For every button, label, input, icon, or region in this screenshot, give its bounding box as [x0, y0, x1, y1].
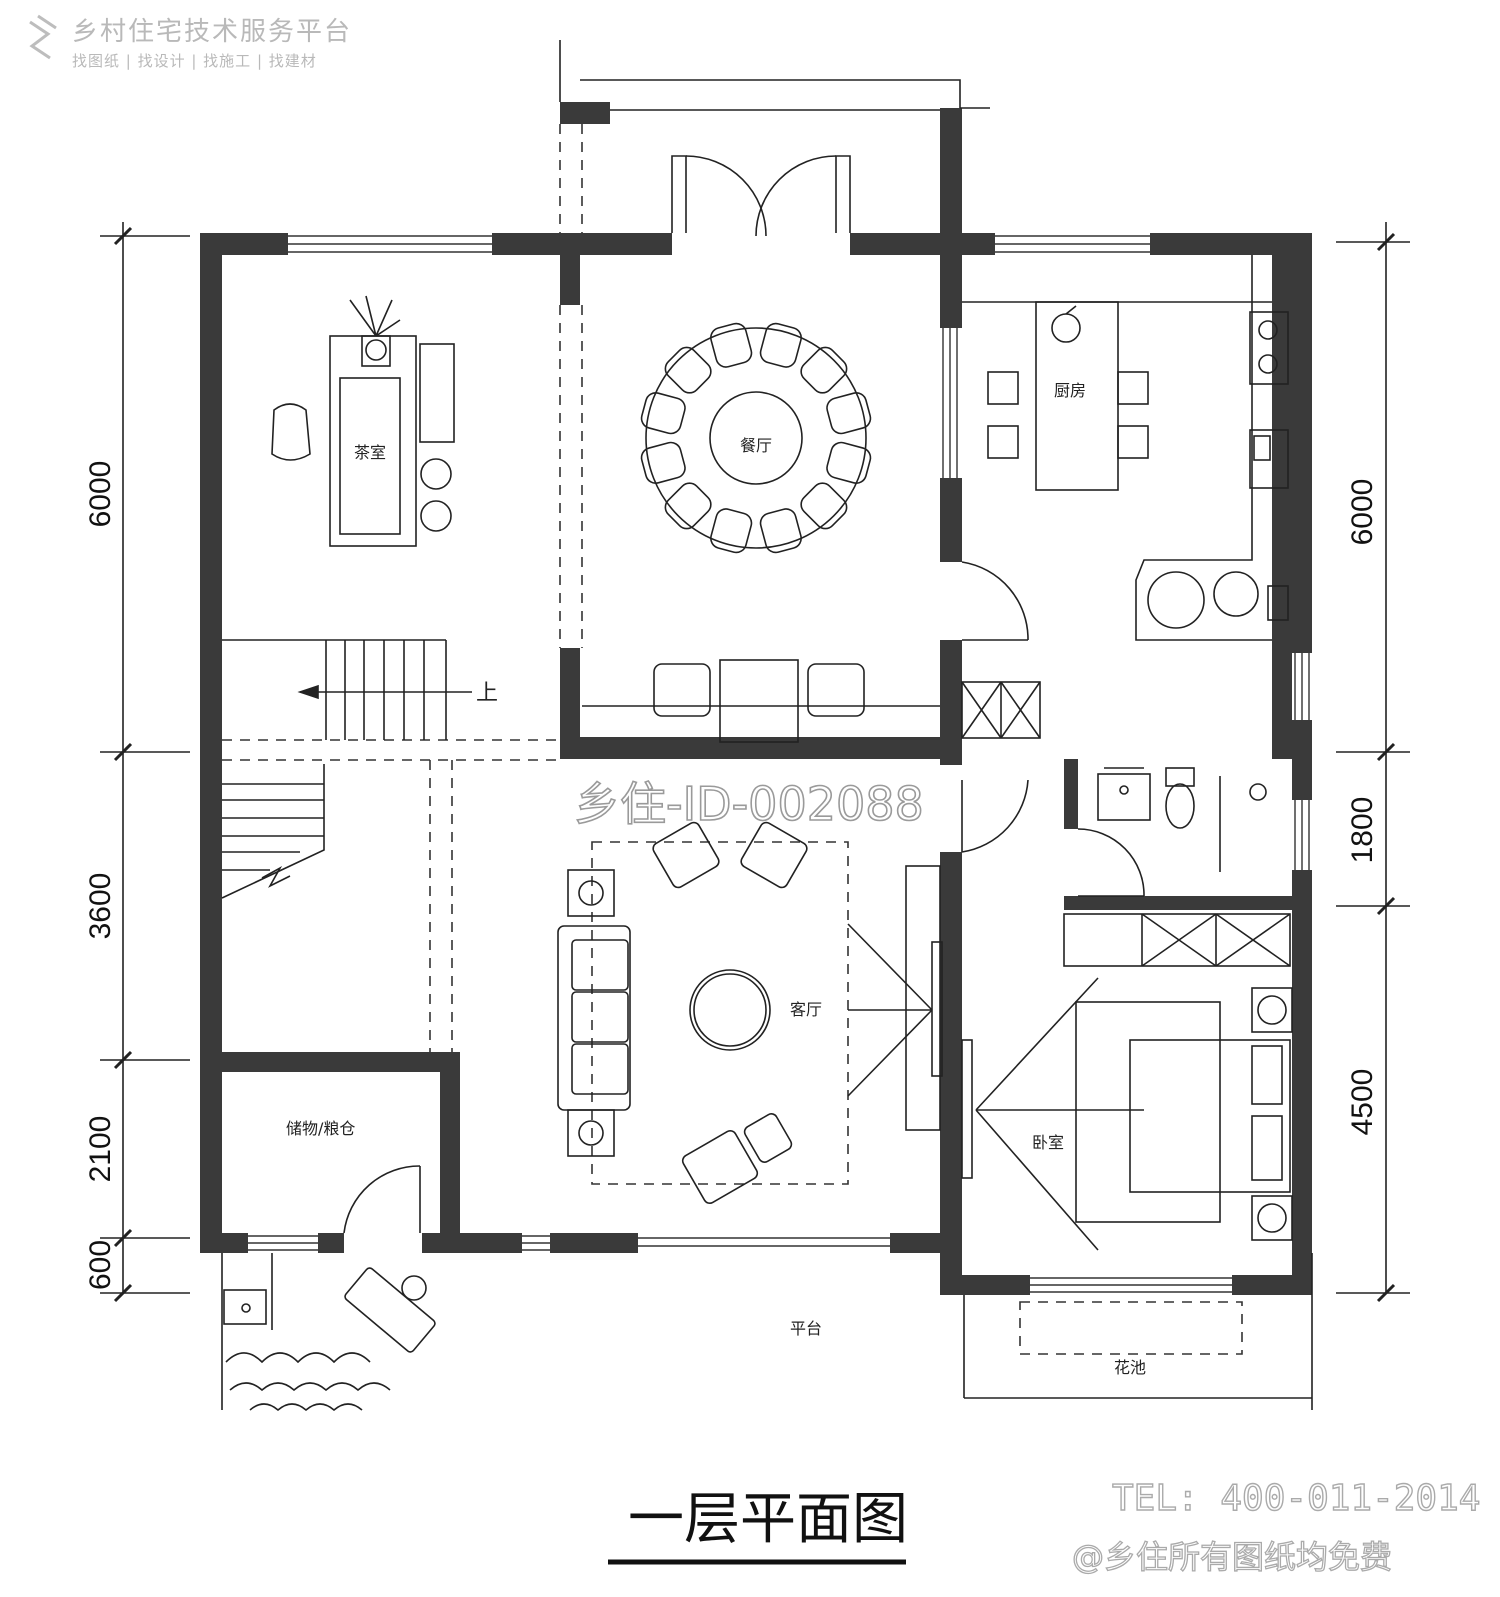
- main-entrance-door: [671, 155, 851, 237]
- dining-chair: [710, 322, 753, 368]
- dashed-openings: [222, 124, 583, 1052]
- footer-note: @乡住所有图纸均免费: [1072, 1538, 1392, 1576]
- dining-chair: [640, 441, 686, 484]
- living-label: 客厅: [790, 1000, 822, 1019]
- walls: [200, 102, 1312, 1295]
- doors: [343, 561, 1145, 1234]
- dining-chair: [800, 346, 848, 394]
- tea-room-label: 茶室: [354, 443, 386, 462]
- terrace-label: 平台: [790, 1319, 822, 1338]
- dim-left-1: 6000: [84, 461, 117, 528]
- watermark-id: 乡住-ID-002088: [574, 777, 924, 831]
- dimension-lines-left: [100, 222, 190, 1303]
- dining-chair: [640, 392, 686, 435]
- storage-label: 储物/粮仓: [286, 1119, 355, 1138]
- logo-icon: [29, 14, 57, 60]
- dining-chair: [800, 482, 848, 530]
- windows: [248, 235, 1310, 1293]
- platform-services: 找图纸 | 找设计 | 找施工 | 找建材: [72, 52, 317, 70]
- stairs: [221, 639, 472, 899]
- dim-right-2: 1800: [1346, 797, 1379, 864]
- dim-left-4: 600: [84, 1240, 117, 1290]
- dining-label: 餐厅: [740, 436, 772, 455]
- dim-right-1: 6000: [1346, 479, 1379, 546]
- dining-chair: [664, 482, 712, 530]
- dim-right-3: 4500: [1346, 1069, 1379, 1136]
- dining-chair: [759, 508, 802, 554]
- wardrobe: [1063, 913, 1291, 967]
- dining-chair: [759, 322, 802, 368]
- kitchen-furniture: [962, 255, 1289, 641]
- flower-bed-label: 花池: [1114, 1358, 1146, 1377]
- terrace-outline: [221, 1253, 1313, 1412]
- kitchen-label: 厨房: [1054, 381, 1086, 400]
- bedroom-label: 卧室: [1032, 1133, 1064, 1152]
- footer-tel: TEL: 400-011-2014: [1112, 1478, 1480, 1519]
- kitchen-cabinet: [961, 681, 1041, 739]
- dim-left-2: 3600: [84, 873, 117, 940]
- bedroom-furniture: [961, 977, 1293, 1251]
- living-furniture: [557, 821, 943, 1204]
- dining-chair: [710, 508, 753, 554]
- dining-furniture: [640, 322, 872, 554]
- plan-title: 一层平面图: [628, 1487, 908, 1552]
- dining-chair: [826, 441, 872, 484]
- porch: [559, 40, 990, 111]
- dining-bench: [582, 659, 940, 743]
- dim-left-3: 2100: [84, 1116, 117, 1183]
- stair-up-label: 上: [476, 681, 498, 706]
- tea-room-furniture: [271, 295, 455, 547]
- bathroom-fixtures: [1097, 767, 1267, 872]
- platform-name: 乡村住宅技术服务平台: [72, 17, 352, 47]
- platform-logo: [29, 14, 57, 60]
- dining-chair: [826, 392, 872, 435]
- dining-chair: [664, 346, 712, 394]
- dimension-lines-right: [1336, 222, 1410, 1303]
